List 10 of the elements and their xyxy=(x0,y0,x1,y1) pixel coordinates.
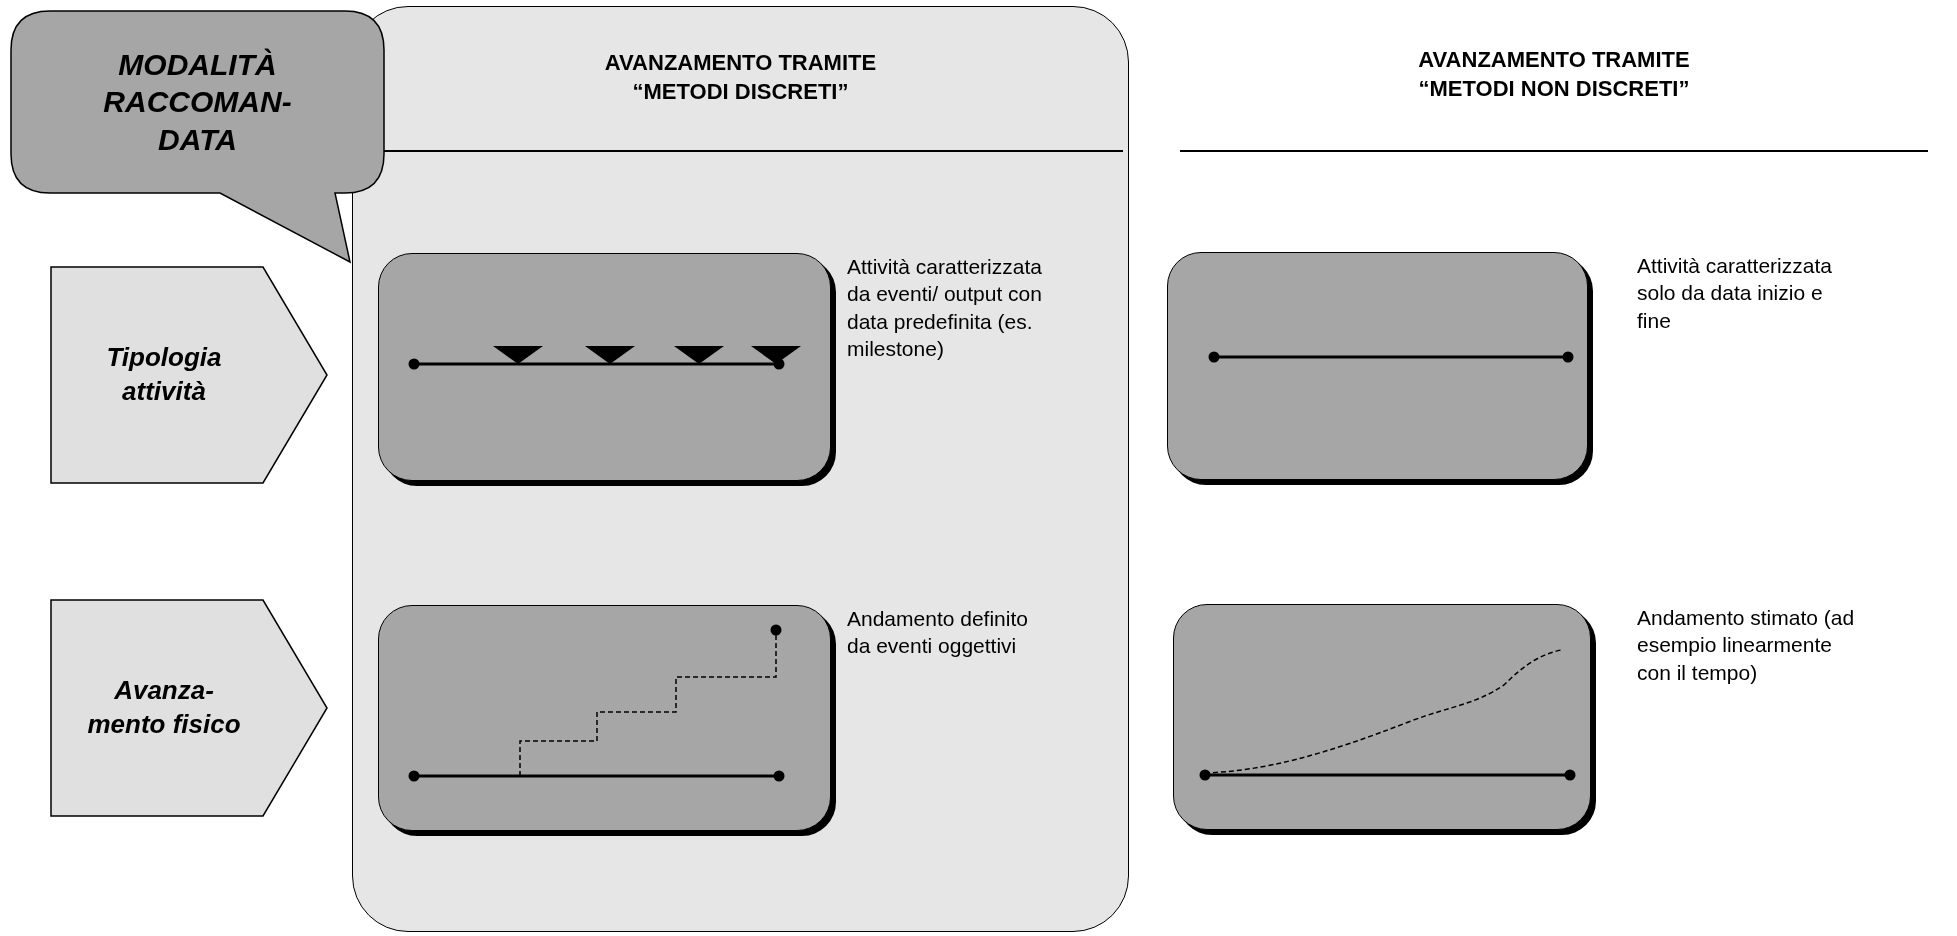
description-text: Attività caratterizzata solo da data inizio e fine xyxy=(1637,253,1833,334)
column-heading: AVANZAMENTO TRAMITE “METODI DISCRETI” xyxy=(603,49,878,106)
callout-text: MODALITÀ RACCOMAN-DATA xyxy=(102,46,293,158)
column-heading: AVANZAMENTO TRAMITE “METODI NON DISCRETI” xyxy=(1417,46,1691,103)
highlighted-panel xyxy=(352,6,1129,932)
row-heading: Tipologia attività xyxy=(105,341,223,408)
row-heading: Avanza-mento fisico xyxy=(86,674,242,741)
description-text: Andamento stimato (ad esempio linearmente con il tempo) xyxy=(1637,605,1856,686)
description-text: Attività caratterizzata da eventi/ output con data predefinita (es. milestone) xyxy=(847,254,1043,362)
description-text: Andamento definito da eventi oggettivi xyxy=(847,606,1029,660)
